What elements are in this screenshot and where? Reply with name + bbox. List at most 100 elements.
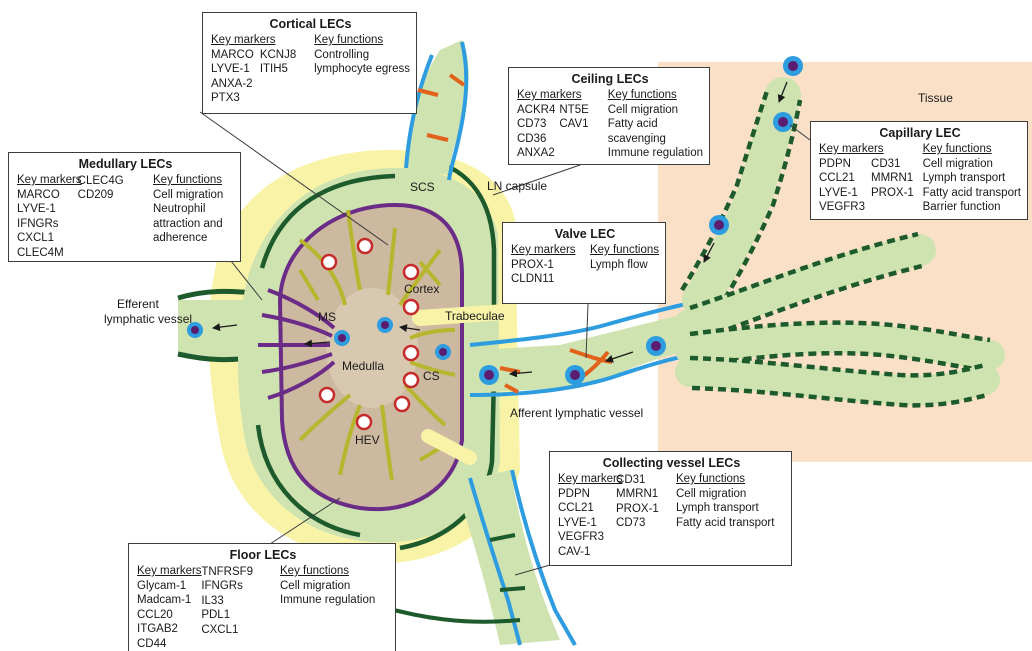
marker: CLDN11 <box>511 272 582 287</box>
marker: CAV-1 <box>558 545 604 560</box>
trabeculae-label: Trabeculae <box>445 309 505 323</box>
marker: MARCO <box>211 48 254 63</box>
marker: LYVE-1 <box>819 186 865 201</box>
marker: VEGFR3 <box>819 200 865 215</box>
function: lymphocyte egress <box>314 62 410 77</box>
cortex-label: Cortex <box>404 282 439 296</box>
ln-capsule-label: LN capsule <box>487 179 547 193</box>
marker: Madcam-1 <box>137 593 191 608</box>
marker: CLEC4M <box>17 246 64 261</box>
marker: CAV1 <box>559 117 588 132</box>
marker: MARCO <box>17 188 64 203</box>
marker: CLEC4G <box>78 174 124 189</box>
key-functions-heading: Key functions <box>676 472 774 487</box>
marker: CD73 <box>517 117 555 132</box>
function: Cell migration <box>280 579 375 594</box>
marker: CCL21 <box>558 501 604 516</box>
marker: IFNGRs <box>201 579 253 594</box>
marker: MMRN1 <box>616 487 659 502</box>
marker: CD44 <box>137 637 191 651</box>
key-functions-heading: Key functions <box>608 88 703 103</box>
marker: LYVE-1 <box>17 202 64 217</box>
marker: ITGAB2 <box>137 622 191 637</box>
key-functions-heading: Key functions <box>923 142 1021 157</box>
function: Lymph flow <box>590 258 659 273</box>
marker: Glycam-1 <box>137 579 191 594</box>
marker: IL33 <box>201 594 253 609</box>
key-markers-heading: Key markers <box>211 33 306 48</box>
afferent-label: Afferent lymphatic vessel <box>510 406 643 420</box>
function: adherence <box>153 231 223 246</box>
marker: ANXA-2 <box>211 77 254 92</box>
marker: LYVE-1 <box>558 516 604 531</box>
function: Barrier function <box>923 200 1021 215</box>
tissue-label: Tissue <box>918 91 953 105</box>
marker: PTX3 <box>211 91 254 106</box>
key-markers-heading: Key markers <box>511 243 582 258</box>
function: Immune regulation <box>280 593 375 608</box>
marker: CCL20 <box>137 608 191 623</box>
marker: CCL21 <box>819 171 865 186</box>
scs-label: SCS <box>410 180 435 194</box>
function: scavenging <box>608 132 703 147</box>
key-functions-heading: Key functions <box>280 564 375 579</box>
box-title: Medullary LECs <box>17 156 234 172</box>
marker: CD209 <box>78 188 124 203</box>
box-title: Valve LEC <box>511 226 659 242</box>
function: Controlling <box>314 48 410 63</box>
marker: PDPN <box>558 487 604 502</box>
function: Fatty acid transport <box>923 186 1021 201</box>
function: Fatty acid <box>608 117 703 132</box>
hev-label: HEV <box>355 433 380 447</box>
ceiling-lecs-box: Ceiling LECs Key markers ACKR4 CD73 CD36… <box>508 67 710 165</box>
key-functions-heading: Key functions <box>153 173 223 188</box>
cs-label: CS <box>423 369 440 383</box>
marker: CD36 <box>517 132 555 147</box>
marker: PDPN <box>819 157 865 172</box>
box-title: Collecting vessel LECs <box>558 455 785 471</box>
efferent-label-line1: Efferent <box>117 297 159 311</box>
box-title: Ceiling LECs <box>517 71 703 87</box>
valve-lec-box: Valve LEC Key markers PROX-1 CLDN11 Key … <box>502 222 666 304</box>
marker: CXCL1 <box>201 623 253 638</box>
key-functions-heading: Key functions <box>314 33 410 48</box>
marker: CD31 <box>871 157 914 172</box>
key-markers-heading: Key markers <box>819 142 915 157</box>
function: Fatty acid transport <box>676 516 774 531</box>
function: Immune regulation <box>608 146 703 161</box>
function: Cell migration <box>923 157 1021 172</box>
marker: VEGFR3 <box>558 530 604 545</box>
marker: PDL1 <box>201 608 253 623</box>
floor-lecs-box: Floor LECs Key markers Glycam-1 Madcam-1… <box>128 543 396 651</box>
box-title: Capillary LEC <box>819 125 1021 141</box>
ms-label: MS <box>318 310 336 324</box>
function: Lymph transport <box>923 171 1021 186</box>
box-title: Cortical LECs <box>211 16 410 32</box>
marker: MMRN1 <box>871 171 914 186</box>
marker: NT5E <box>559 103 588 118</box>
capillary-lec-box: Capillary LEC Key markers PDPN CCL21 LYV… <box>810 121 1028 220</box>
marker: PROX-1 <box>616 502 659 517</box>
cortical-lecs-box: Cortical LECs Key markers MARCO LYVE-1 A… <box>202 12 417 114</box>
marker: ANXA2 <box>517 146 555 161</box>
box-title: Floor LECs <box>137 547 389 563</box>
marker: CD31 <box>616 473 659 488</box>
key-markers-heading: Key markers <box>517 88 600 103</box>
medulla-label: Medulla <box>342 359 384 373</box>
marker: PROX-1 <box>511 258 582 273</box>
function: Cell migration <box>153 188 223 203</box>
efferent-label-line2: lymphatic vessel <box>104 312 192 326</box>
marker: ITIH5 <box>260 62 296 77</box>
function: Lymph transport <box>676 501 774 516</box>
function: attraction and <box>153 217 223 232</box>
function: Cell migration <box>676 487 774 502</box>
marker: PROX-1 <box>871 186 914 201</box>
marker: ACKR4 <box>517 103 555 118</box>
marker: LYVE-1 <box>211 62 254 77</box>
collecting-vessel-lecs-box: Collecting vessel LECs Key markers PDPN … <box>549 451 792 566</box>
function: Neutrophil <box>153 202 223 217</box>
medullary-lecs-box: Medullary LECs Key markers MARCO LYVE-1 … <box>8 152 241 262</box>
marker: IFNGRs <box>17 217 64 232</box>
function: Cell migration <box>608 103 703 118</box>
marker: KCNJ8 <box>260 48 296 63</box>
